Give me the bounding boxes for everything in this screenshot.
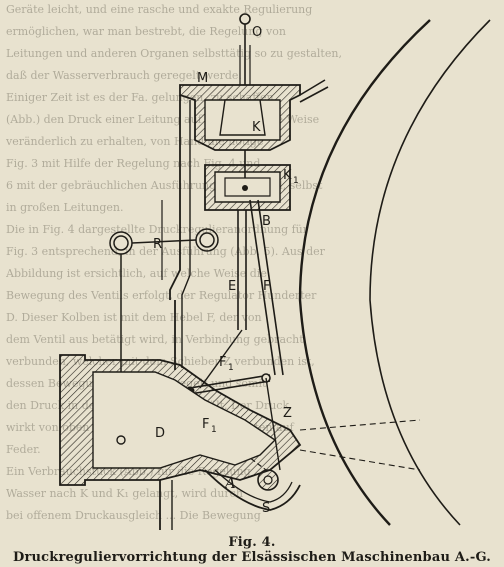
figure-caption: Fig. 4. Druckreguliervorrichtung der Els… [0, 535, 504, 565]
left-column [161, 95, 191, 300]
label-k: K [252, 120, 261, 135]
outlet-a [204, 469, 301, 511]
background-text-line: D. Dieser Kolben ist mit dem Hebel F, de… [6, 311, 262, 324]
label-k1-sub: 1 [293, 176, 299, 186]
background-text-line: Die in Fig. 4 dargestellte Druckregulier… [6, 223, 309, 236]
technical-drawing: O M K K 1 B R E F F 1 F 1 D Z A S [59, 13, 491, 530]
rods-e-f [237, 199, 284, 376]
valve-body-d [59, 300, 302, 530]
background-text-line: Feder. [6, 443, 41, 456]
caption-title: Druckreguliervorrichtung der Elsässische… [12, 550, 492, 565]
caption-fig-number: Fig. 4. [228, 535, 276, 550]
spindle-o [239, 13, 251, 85]
label-f1-lower-sub: 1 [211, 425, 217, 435]
label-a: A [223, 474, 236, 492]
label-m: M [197, 71, 208, 86]
label-s: S [262, 501, 270, 516]
background-text-line: ermöglichen, war man bestrebt, die Regel… [6, 25, 286, 38]
label-o: O [252, 25, 262, 40]
label-f: F [263, 279, 270, 294]
background-text-line: dem Ventil aus betätigt wird, in Verbind… [6, 333, 304, 346]
label-e: E [228, 279, 236, 294]
label-r: R [153, 237, 162, 252]
label-b: B [262, 214, 271, 229]
background-text-line: Fig. 3 mit Hilfe der Regelung nach Fig. … [6, 157, 261, 170]
background-text-line: Wasser nach K und K₁ gelangt, wird durch [6, 487, 243, 500]
background-print-through-text: Geräte leicht, und eine rasche und exakt… [6, 3, 342, 522]
background-text-line: Fig. 3 entsprechend, in der Ausführung (… [6, 245, 325, 258]
background-text-line: Leitungen und anderen Organen selbsttäti… [6, 47, 342, 60]
spring-r [109, 228, 219, 440]
background-text-line: Abbildung ist ersichtlich, auf welche We… [6, 267, 267, 280]
main-pipe-arc [298, 19, 491, 526]
label-f1-upper-sub: 1 [228, 363, 234, 373]
background-text-line: in großen Leitungen. [6, 201, 124, 214]
dashed-lines [299, 419, 421, 471]
background-text-line: Geräte leicht, und eine rasche und exakt… [6, 3, 313, 16]
label-d: D [155, 426, 165, 441]
chamber-k1 [204, 150, 291, 211]
background-text-line: bei offenem Druckausgleich ... Die Beweg… [6, 509, 261, 522]
label-f1-lower: F [202, 417, 209, 432]
label-z: Z [283, 406, 292, 421]
figure-labels: O M K K 1 B R E F F 1 F 1 D Z A S [153, 25, 299, 516]
housing-m [179, 79, 329, 151]
label-k1: K [283, 168, 292, 183]
background-text-line: daß der Wasserverbrauch geregelt werde. [6, 69, 242, 82]
label-f1-upper: F [219, 355, 226, 370]
